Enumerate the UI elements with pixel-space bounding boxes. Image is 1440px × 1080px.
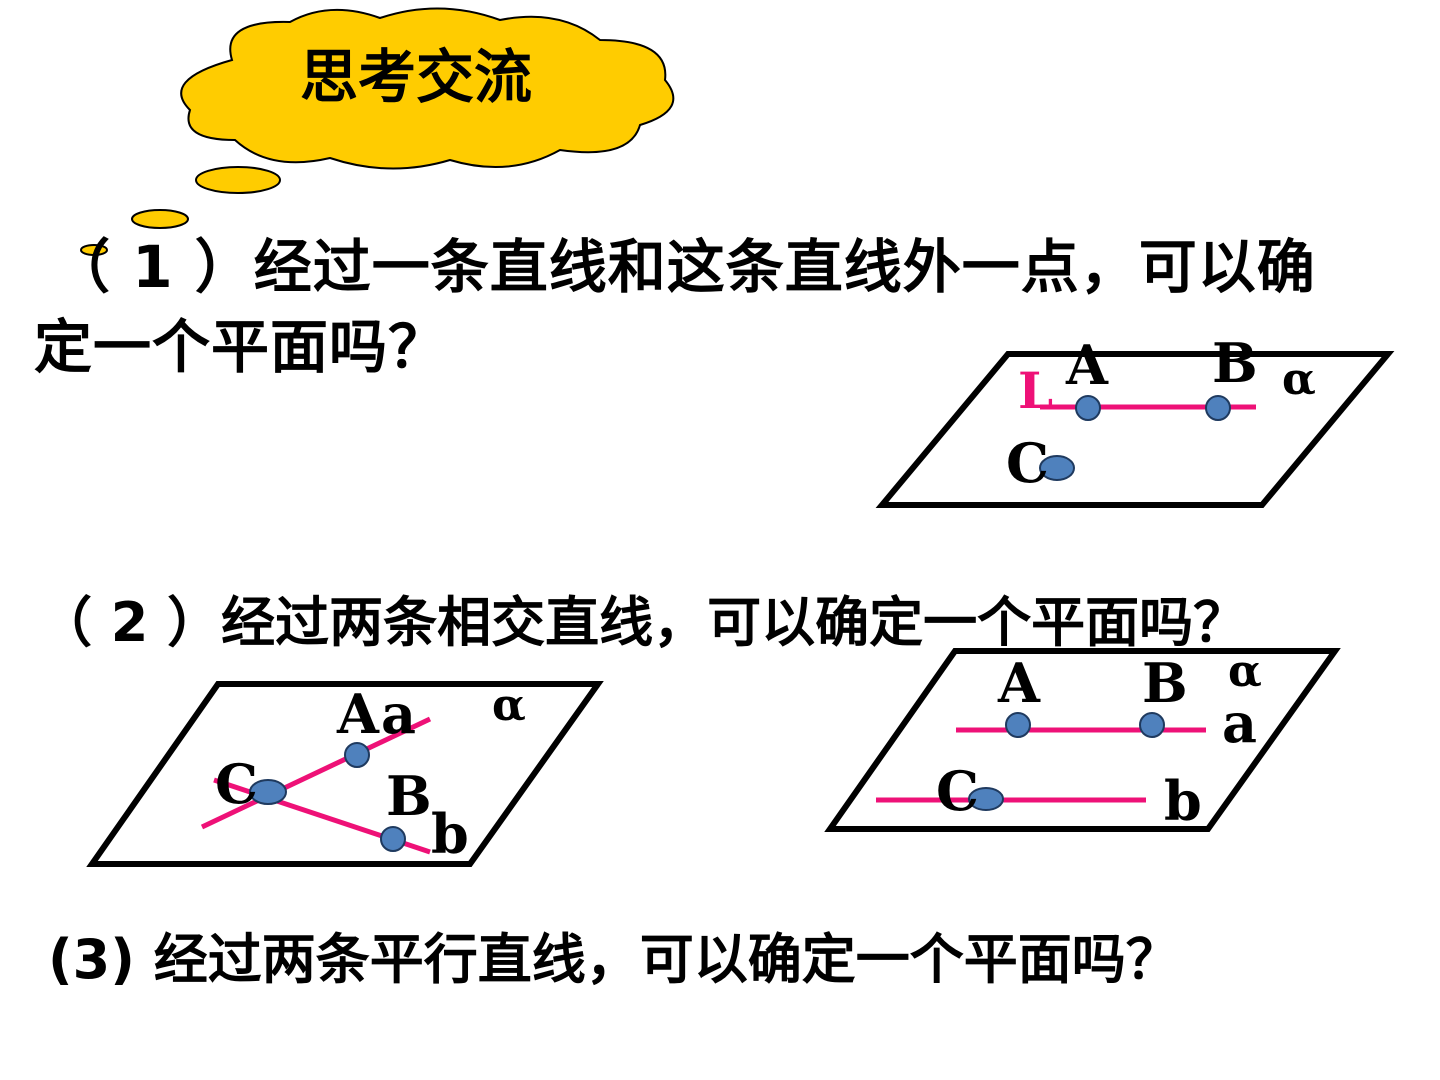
label-b: b bbox=[1164, 769, 1202, 833]
question-1-line-2: 定一个平面吗？ bbox=[34, 313, 448, 381]
point-B bbox=[380, 826, 406, 852]
cloud-shape bbox=[180, 7, 675, 170]
label-a: a bbox=[1222, 691, 1257, 755]
cloud-bubble-medium bbox=[131, 209, 189, 229]
label-A: A bbox=[997, 651, 1041, 715]
label-alpha: α bbox=[1282, 354, 1316, 405]
label-A: A bbox=[1065, 333, 1109, 397]
question-2: （ 2 ）经过两条相交直线，可以确定一个平面吗？ bbox=[38, 591, 1248, 654]
point-A bbox=[1005, 712, 1031, 738]
label-B: B bbox=[386, 764, 432, 828]
question-1-line-1: （ 1 ）经过一条直线和这条直线外一点，可以确 bbox=[52, 233, 1316, 301]
label-B: B bbox=[1142, 651, 1188, 715]
cloud-title: 思考交流 bbox=[300, 43, 532, 111]
point-A bbox=[1075, 395, 1101, 421]
label-a: a bbox=[381, 682, 416, 746]
point-C bbox=[968, 787, 1004, 811]
thought-cloud: 思考交流 bbox=[80, 7, 675, 256]
question-3: (3) 经过两条平行直线，可以确定一个平面吗？ bbox=[48, 928, 1180, 991]
label-C: C bbox=[936, 759, 979, 823]
figure-1: L A B C α bbox=[875, 331, 1395, 508]
plane-alpha-3 bbox=[824, 648, 1341, 832]
line-a bbox=[200, 716, 432, 830]
label-C: C bbox=[215, 752, 258, 816]
label-A: A bbox=[336, 682, 380, 746]
label-L: L bbox=[1018, 361, 1053, 420]
label-b: b bbox=[431, 802, 469, 866]
plane-alpha-1 bbox=[875, 351, 1395, 508]
point-B bbox=[1139, 712, 1165, 738]
cloud-bubble-small bbox=[80, 244, 108, 256]
point-C bbox=[249, 779, 287, 805]
figure-2: A a α C B b bbox=[86, 680, 604, 867]
cloud-bubble-large bbox=[195, 166, 281, 194]
label-B: B bbox=[1212, 331, 1258, 395]
point-B bbox=[1205, 395, 1231, 421]
label-alpha: α bbox=[492, 680, 526, 731]
point-C bbox=[1039, 455, 1075, 481]
label-alpha: α bbox=[1228, 646, 1262, 697]
label-C: C bbox=[1006, 431, 1049, 495]
figure-3: A B α a C b bbox=[824, 646, 1341, 833]
point-A bbox=[344, 742, 370, 768]
